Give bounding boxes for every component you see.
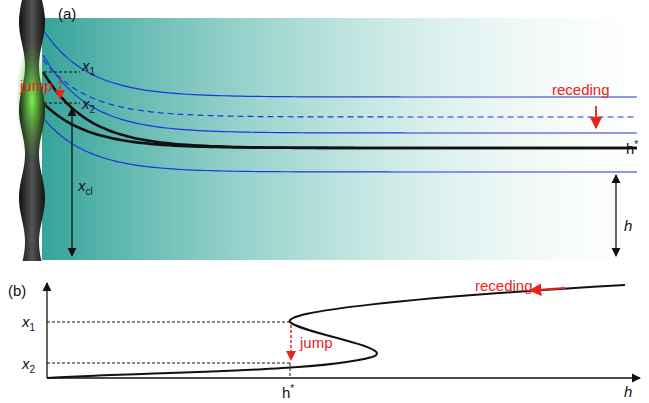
meniscus [43,103,637,148]
level-label: x2 [82,96,95,115]
meniscus [43,72,637,148]
axis-label: x2 [22,356,35,375]
axis-label: h [624,384,632,399]
hysteresis-curve [47,285,625,378]
receding-arrow [595,106,597,128]
jump-arrow [59,76,61,99]
meniscus-curves [43,30,637,172]
level-label: h* [626,140,638,156]
jump-arrow [290,325,292,360]
receding-arrow [530,288,565,291]
axis-label: x1 [22,314,35,333]
level-line [44,72,80,73]
guide-line [47,322,290,323]
dimension-label: h [624,218,632,233]
meniscus [43,30,637,97]
dimension-label: xcl [78,178,93,197]
guide-line [47,363,290,364]
h-axis [47,377,640,378]
jump-label: jump [300,335,333,350]
meniscus [43,118,637,172]
receding-label: receding [552,82,610,97]
jump-label: jump [20,78,53,93]
axis-label: h* [282,384,294,400]
dimension-arrow [615,175,616,256]
level-line [44,103,80,104]
dimension-arrow [71,108,72,256]
xcl-axis [46,283,47,378]
panel-label: (a) [58,6,76,21]
receding-label: receding [475,278,533,293]
fiber-glow [16,40,48,160]
level-label: x1 [82,58,95,77]
guide-line [290,363,291,378]
meniscus [43,60,637,117]
meniscus [43,55,637,133]
panel-label: (b) [8,283,26,298]
liquid-region [42,18,642,260]
